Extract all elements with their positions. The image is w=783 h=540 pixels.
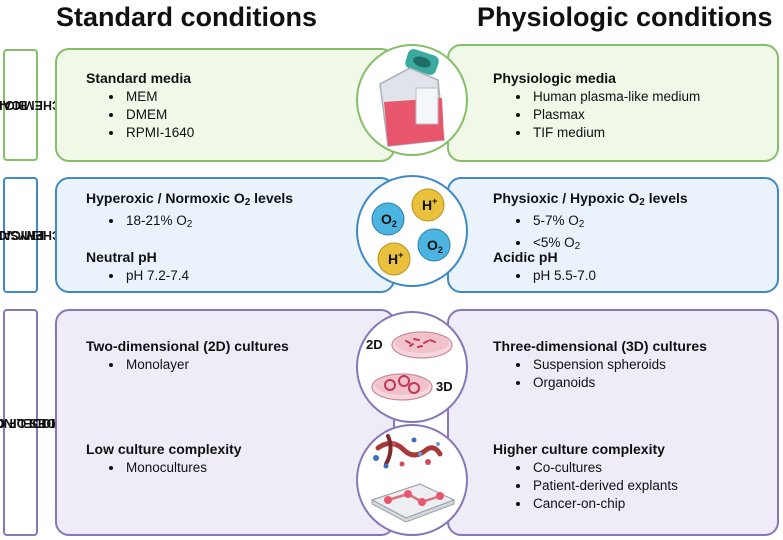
list-item: pH 5.5-7.0	[531, 267, 596, 285]
standard-o2-block: Hyperoxic / Normoxic O2 levels 18-21% O2	[86, 189, 293, 234]
molecules-icon: O2 H+ O2 H+	[371, 188, 451, 276]
physiologic-media-list: Human plasma-like medium Plasmax TIF med…	[493, 88, 700, 142]
list-item: Human plasma-like medium	[531, 88, 700, 106]
side-label-biochemical: BIO-CHEMICAL	[0, 49, 60, 161]
2d-cultures-block: Two-dimensional (2D) cultures Monolayer	[86, 337, 289, 374]
physiologic-media-title: Physiologic media	[493, 70, 616, 86]
2d-dish-label: 2D	[366, 337, 383, 352]
list-item: DMEM	[124, 106, 194, 124]
list-item: pH 7.2-7.4	[124, 267, 189, 285]
side-label-physicochemical: PHYSICO-CHEMICAL	[0, 177, 60, 293]
list-item: <5% O2	[531, 234, 688, 256]
side-label-biochemical-line2: CHEMICAL	[0, 98, 61, 112]
standard-media-list: MEM DMEM RPMI-1640	[86, 88, 194, 142]
list-item: Co-cultures	[531, 459, 678, 477]
complexity-circle	[356, 424, 468, 536]
3d-cultures-title: Three-dimensional (3D) cultures	[493, 338, 707, 354]
3d-dish-label: 3D	[436, 379, 453, 394]
culture-flask-circle	[356, 44, 468, 156]
o2-molecule-label: O2	[427, 237, 443, 255]
2d-cultures-title: Two-dimensional (2D) cultures	[86, 338, 289, 354]
panel-physiologic-media	[447, 44, 779, 162]
list-item: MEM	[124, 88, 194, 106]
standard-media-title: Standard media	[86, 70, 192, 86]
standard-ph-block: Neutral pH pH 7.2-7.4	[86, 248, 189, 285]
side-label-physico-line2: CHEMICAL	[0, 228, 61, 242]
panel-standard-modes	[55, 309, 395, 536]
header-physiologic-conditions: Physiologic conditions	[477, 2, 773, 32]
side-label-modes: MODES OF CANCERMODELING	[0, 309, 75, 536]
physiologic-ph-block: Acidic pH pH 5.5-7.0	[493, 248, 596, 285]
o2-molecule-label: O2	[381, 211, 397, 229]
culture-dishes-icon: 2D 3D	[366, 331, 453, 401]
list-item: Plasmax	[531, 106, 700, 124]
header-standard-conditions: Standard conditions	[56, 2, 318, 32]
low-complexity-block: Low culture complexity Monocultures	[86, 440, 242, 477]
standard-ph-list: pH 7.2-7.4	[86, 267, 189, 285]
h-ion-label: H+	[422, 196, 437, 213]
tissue-and-chip-icon	[370, 434, 456, 523]
high-complexity-title: Higher culture complexity	[493, 441, 665, 457]
culture-flask-icon	[379, 49, 445, 147]
molecules-circle: O2 H+ O2 H+	[356, 175, 468, 287]
panel-physiologic-o2-ph	[447, 177, 779, 293]
high-complexity-block: Higher culture complexity Co-cultures Pa…	[493, 440, 678, 513]
panel-standard-o2-ph	[55, 177, 395, 293]
3d-cultures-list: Suspension spheroids Organoids	[493, 356, 707, 392]
list-item: Cancer-on-chip	[531, 495, 678, 513]
physiologic-o2-list: 5-7% O2 <5% O2	[493, 212, 688, 256]
low-complexity-list: Monocultures	[86, 459, 242, 477]
physiologic-o2-block: Physioxic / Hypoxic O2 levels 5-7% O2 <5…	[493, 189, 688, 256]
list-item: TIF medium	[531, 124, 700, 142]
low-complexity-title: Low culture complexity	[86, 441, 242, 457]
list-item: RPMI-1640	[124, 124, 194, 142]
standard-media-block: Standard media MEM DMEM RPMI-1640	[86, 69, 194, 142]
physiologic-ph-title: Acidic pH	[493, 249, 558, 265]
list-item: Suspension spheroids	[531, 356, 707, 374]
panel-standard-media	[55, 48, 395, 162]
3d-cultures-block: Three-dimensional (3D) cultures Suspensi…	[493, 337, 707, 392]
h-ion-label: H+	[388, 250, 403, 267]
standard-ph-title: Neutral pH	[86, 249, 157, 265]
physiologic-media-block: Physiologic media Human plasma-like medi…	[493, 69, 700, 142]
2d-cultures-list: Monolayer	[86, 356, 289, 374]
standard-o2-list: 18-21% O2	[86, 212, 293, 234]
physiologic-ph-list: pH 5.5-7.0	[493, 267, 596, 285]
list-item: Monolayer	[124, 356, 289, 374]
list-item: Patient-derived explants	[531, 477, 678, 495]
physiologic-o2-title: Physioxic / Hypoxic O2 levels	[493, 190, 688, 208]
list-item: Organoids	[531, 374, 707, 392]
panel-physiologic-modes	[447, 309, 779, 536]
list-item: 18-21% O2	[124, 212, 293, 234]
high-complexity-list: Co-cultures Patient-derived explants Can…	[493, 459, 678, 513]
standard-o2-title: Hyperoxic / Normoxic O2 levels	[86, 190, 294, 208]
list-item: 5-7% O2	[531, 212, 688, 234]
list-item: Monocultures	[124, 459, 242, 477]
dishes-circle: 2D 3D	[356, 311, 468, 423]
